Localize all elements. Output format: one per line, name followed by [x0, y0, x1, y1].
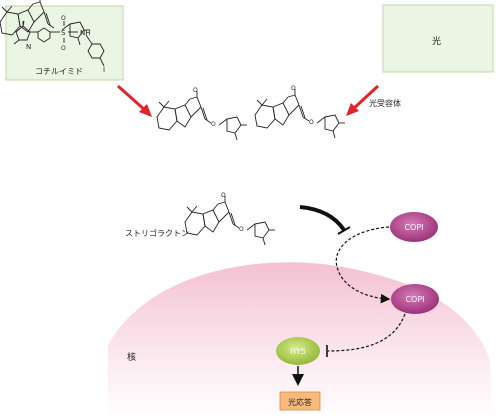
light-response-box — [279, 391, 321, 411]
atom-n: N — [26, 43, 31, 51]
cop1-top — [390, 212, 438, 242]
atom-i: I — [103, 66, 105, 74]
inhibition-arc — [299, 205, 346, 232]
photoreceptor-label: 光受容体 — [369, 98, 401, 108]
light-box — [382, 4, 494, 73]
cop1-bottom-label: COPI — [405, 295, 424, 304]
strigolactone-label: ストリゴラクトン — [125, 228, 189, 238]
strigolactone-structure-template — [0, 0, 90, 46]
atom-o-2: O — [211, 121, 216, 128]
inhibition-bar — [337, 226, 351, 235]
nucleus-label: 核 — [127, 351, 136, 363]
atom-o-bottom: O — [61, 45, 66, 52]
atom-o-6: O — [239, 226, 244, 233]
cop1-top-label: COPI — [404, 223, 423, 232]
cotylimide-box — [5, 5, 124, 81]
atom-s: S — [61, 29, 66, 37]
atom-nh: NH — [80, 29, 91, 37]
hy5-node — [276, 337, 320, 365]
red-arrow-left — [117, 84, 152, 117]
cotylimide-label: コチルイミド — [35, 67, 83, 76]
atom-o-top: O — [61, 15, 66, 22]
cop1-bottom — [391, 284, 439, 314]
light-response-label: 光応答 — [288, 397, 312, 407]
dashed-arrow-translocation — [335, 226, 391, 304]
light-label: 光 — [432, 35, 441, 47]
atom-o-3: O — [291, 85, 296, 92]
hy5-label: HY5 — [290, 347, 306, 356]
atom-o-1: O — [193, 87, 198, 94]
atom-o-4: O — [309, 119, 314, 126]
atom-o-5: O — [221, 192, 226, 199]
strigolactone-atoms: O O O O O O — [193, 85, 314, 233]
red-arrow-right — [346, 84, 380, 116]
